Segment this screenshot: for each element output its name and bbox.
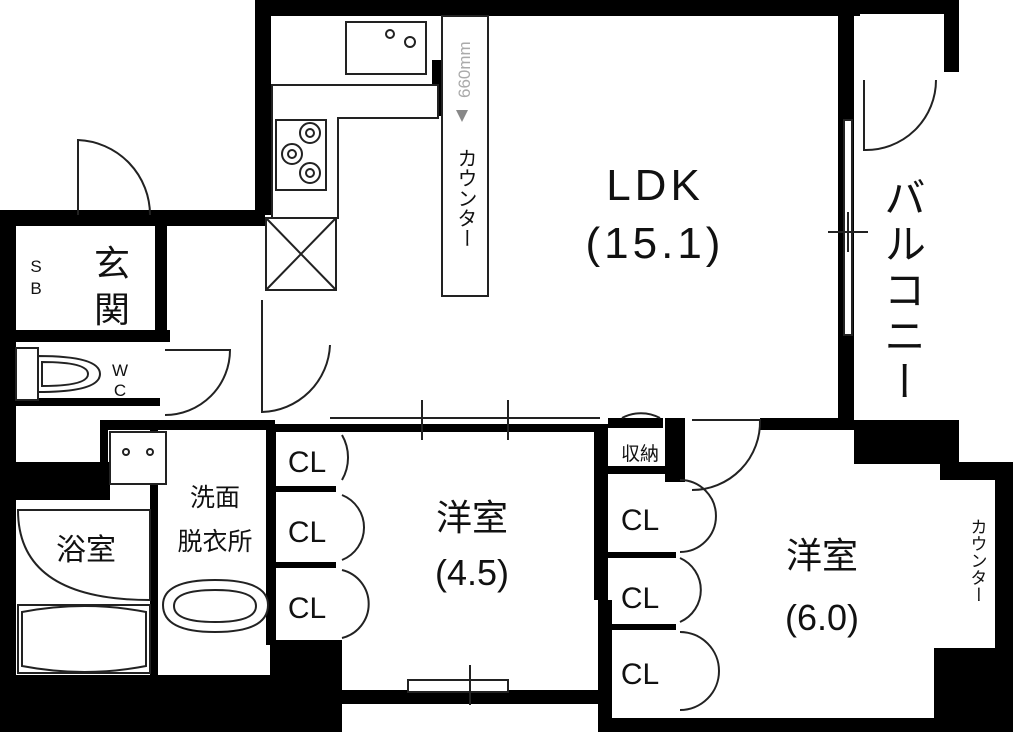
entrance-label-2: 関 [94, 289, 130, 330]
closet-label-4: CL [621, 504, 659, 537]
storage-label: 収納 [621, 443, 659, 465]
kitchen [265, 15, 489, 297]
wc-label-2: C [114, 381, 126, 400]
balcony-label: バルコニー [879, 176, 926, 406]
ldk-label: LDK [606, 161, 704, 210]
counter-label: カウンター [454, 148, 476, 248]
closet-label-5: CL [621, 582, 659, 615]
windows [407, 119, 868, 705]
bedroom2-label: 洋室 [786, 535, 858, 576]
dimension-arrow-icon [456, 110, 468, 122]
closet-label-2: CL [288, 516, 326, 549]
bedroom2-size: (6.0) [785, 597, 859, 638]
washroom-label-1: 洗面 [190, 484, 240, 512]
shoe-box-label-2: B [30, 279, 41, 298]
ldk-size: (15.1) [586, 219, 725, 268]
closet-label-3: CL [288, 592, 326, 625]
bedroom1-size: (4.5) [435, 552, 509, 593]
bedroom1-label: 洋室 [436, 497, 508, 538]
bath-label: 浴室 [56, 534, 116, 567]
shoe-box-label-1: S [30, 257, 41, 276]
fixtures [15, 347, 270, 674]
closet-label-6: CL [621, 658, 659, 691]
washroom-label-2: 脱衣所 [177, 528, 252, 556]
doors [77, 79, 937, 711]
counter-outside-label: カウンター [968, 518, 987, 603]
entrance-label-1: 玄 [94, 243, 130, 284]
dimension-label: 660mm [455, 41, 474, 98]
closet-label-1: CL [288, 446, 326, 479]
wc-label-1: W [112, 361, 128, 380]
